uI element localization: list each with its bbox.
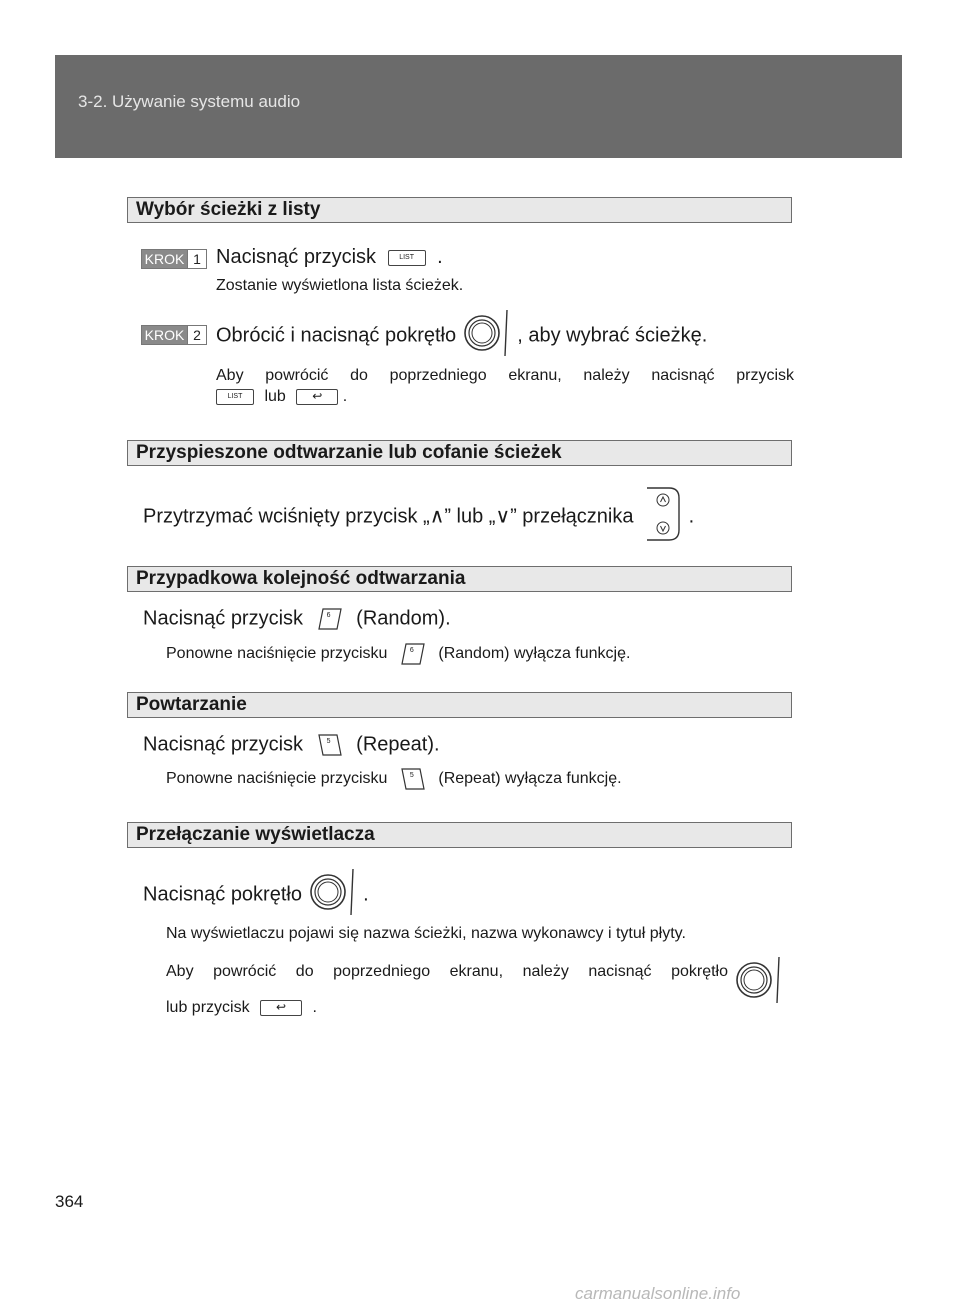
display-text: Nacisnąć pokrętło . (143, 867, 369, 923)
step-1-text: Nacisnąć przycisk LIST . (216, 246, 443, 269)
knob-icon (308, 867, 358, 923)
list-button-icon: LIST (387, 249, 426, 266)
display-note-2: Aby powrócić do poprzedniego ekranu, nal… (166, 963, 728, 980)
fast-forward-end: . (688, 505, 695, 528)
page-number: 364 (55, 1192, 84, 1211)
random-button-number: 6 (326, 612, 331, 619)
step-label: KROK (142, 250, 187, 268)
display-note-3-after: . (312, 999, 317, 1016)
repeat-after: (Repeat). (356, 733, 440, 756)
repeat-before: Nacisnąć przycisk (143, 733, 304, 756)
or-text: lub (264, 388, 286, 405)
repeat-text: Nacisnąć przycisk 5 (Repeat). (143, 733, 440, 757)
back-symbol: ↩ (312, 388, 323, 403)
step-1-text-after: . (437, 246, 443, 268)
repeat-button-icon: 5 (400, 767, 426, 791)
random-note: Ponowne naciśnięcie przycisku 6 (Random)… (166, 642, 630, 666)
random-before: Nacisnąć przycisk (143, 607, 304, 630)
random-after: (Random). (356, 607, 451, 630)
display-before: Nacisnąć pokrętło (143, 883, 302, 906)
random-text: Nacisnąć przycisk 6 (Random). (143, 607, 451, 631)
repeat-button-icon: 5 (317, 733, 343, 757)
random-button-icon: 6 (317, 607, 343, 631)
step-number: 1 (187, 250, 206, 268)
fast-forward-instruction: Przytrzymać wciśnięty przycisk „∧” lub „… (143, 505, 634, 528)
note-end: . (342, 388, 348, 405)
watermark: carmanualsonline.info (575, 1284, 741, 1303)
back-button-icon: ↩ (260, 999, 303, 1016)
back-symbol: ↩ (276, 999, 287, 1014)
display-after: . (363, 883, 369, 906)
repeat-note-after: (Repeat) wyłącza funkcję. (438, 770, 622, 788)
step-1-badge: KROK 1 (141, 249, 207, 269)
step-2-text: Obrócić i nacisnąć pokrętło , aby wybrać… (216, 308, 707, 364)
random-note-after: (Random) wyłącza funkcję. (438, 645, 631, 663)
step-1-note: Zostanie wyświetlona lista ścieżek. (216, 277, 464, 294)
section-title-track-select: Wybór ścieżki z listy (127, 197, 792, 223)
repeat-button-number: 5 (326, 738, 331, 745)
list-button-icon: LIST (216, 388, 254, 405)
display-note-3-before: lub przycisk (166, 999, 250, 1016)
list-button-label: LIST (227, 392, 243, 400)
list-button-label: LIST (399, 253, 414, 261)
section-title-repeat: Powtarzanie (127, 692, 792, 718)
knob-icon (462, 308, 512, 364)
section-title-display: Przełączanie wyświetlacza (127, 822, 792, 848)
chapter-title: 3-2. Używanie systemu audio (78, 92, 301, 111)
random-button-number: 6 (409, 647, 414, 654)
repeat-note: Ponowne naciśnięcie przycisku 5 (Repeat)… (166, 767, 622, 791)
step-2-note-line2: LIST lub ↩ . (216, 388, 347, 406)
repeat-button-number: 5 (409, 772, 414, 779)
step-label: KROK (142, 326, 187, 344)
rocker-switch-icon (639, 486, 683, 548)
step-2-note-line1: Aby powrócić do poprzedniego ekranu, nal… (216, 367, 794, 384)
display-note-3: lub przycisk ↩ . (166, 999, 317, 1017)
step-2-text-after: , aby wybrać ścieżkę. (517, 324, 708, 347)
header-band (55, 55, 902, 158)
knob-icon (734, 955, 784, 1010)
back-button-icon: ↩ (296, 388, 339, 405)
step-1-text-before: Nacisnąć przycisk (216, 246, 377, 268)
display-note-1: Na wyświetlaczu pojawi się nazwa ścieżki… (166, 925, 686, 942)
repeat-note-before: Ponowne naciśnięcie przycisku (166, 770, 388, 788)
step-2-badge: KROK 2 (141, 325, 207, 345)
section-title-random: Przypadkowa kolejność odtwarzania (127, 566, 792, 592)
section-title-fast-forward: Przyspieszone odtwarzanie lub cofanie śc… (127, 440, 792, 466)
random-button-icon: 6 (400, 642, 426, 666)
random-note-before: Ponowne naciśnięcie przycisku (166, 645, 388, 663)
fast-forward-text: Przytrzymać wciśnięty przycisk „∧” lub „… (143, 486, 694, 548)
step-number: 2 (187, 326, 206, 344)
step-2-text-before: Obrócić i nacisnąć pokrętło (216, 324, 457, 347)
